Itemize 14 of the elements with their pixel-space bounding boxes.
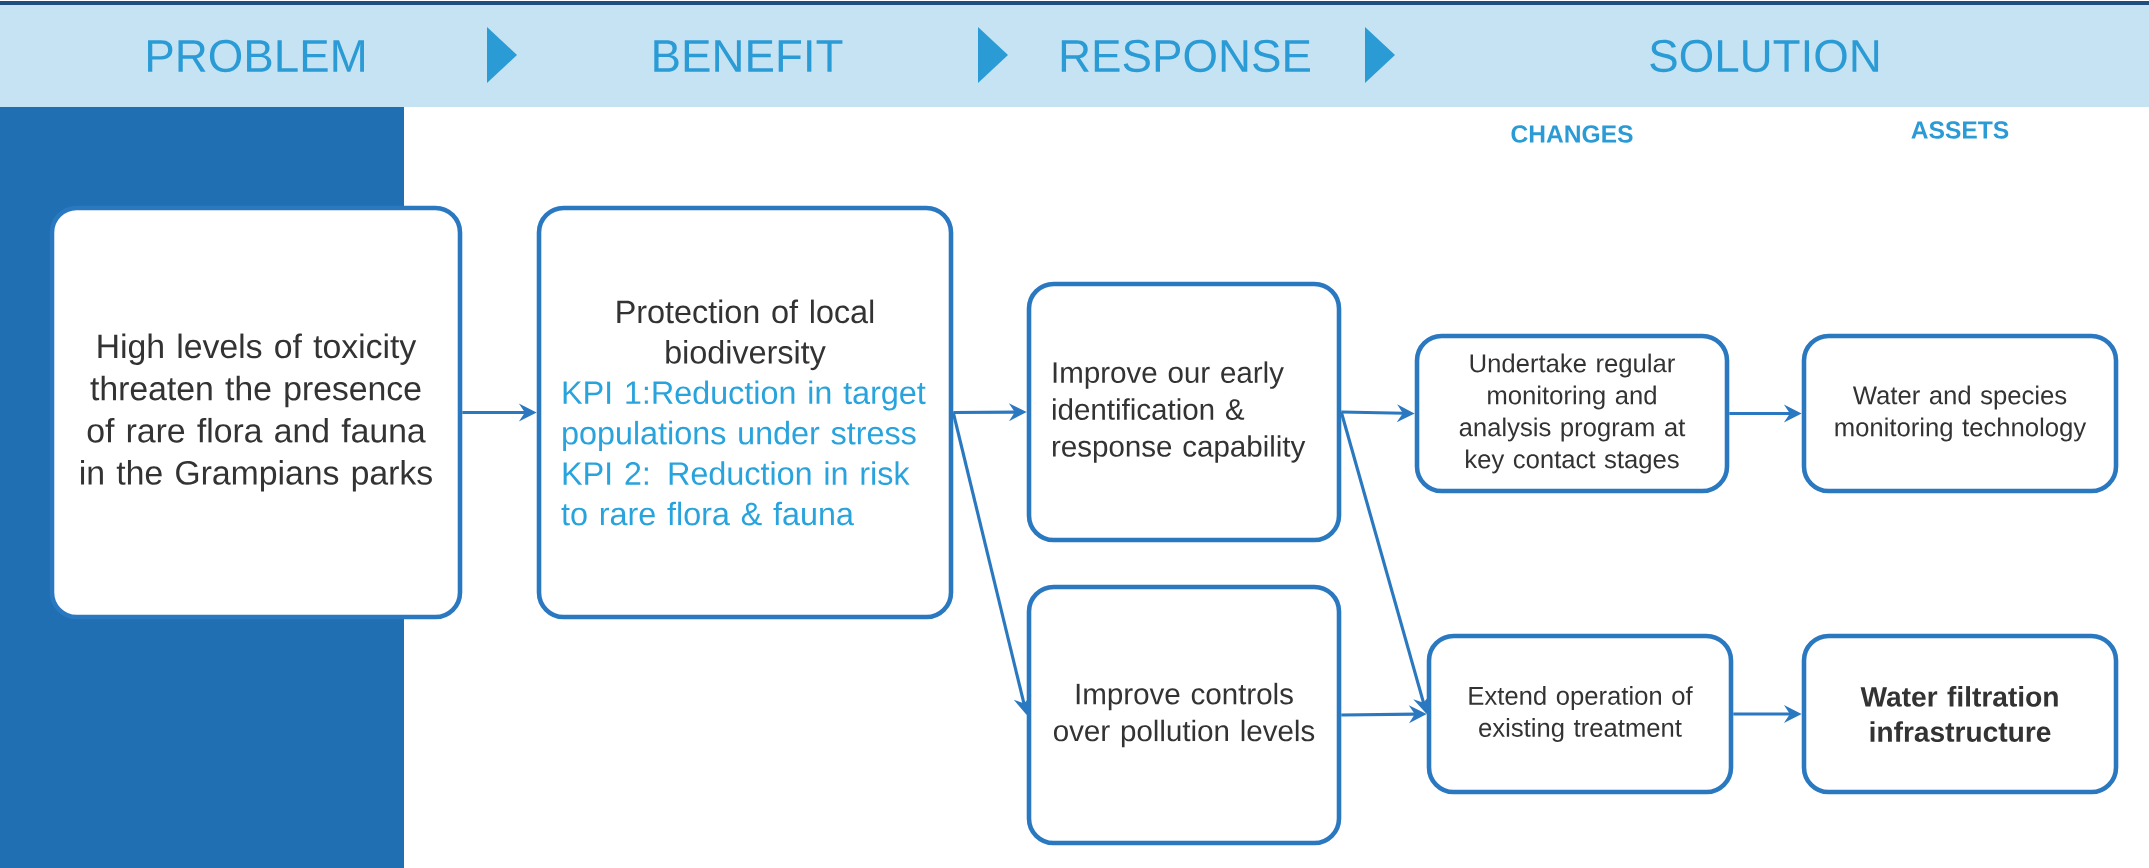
process-box: Undertake regular monitoring and analysis program at key contact stages <box>1414 333 1730 494</box>
process-box: Improve controls over pollution levels <box>1026 584 1342 846</box>
stage-heading: RESPONSE <box>1061 39 1310 73</box>
process-box: Extend operation of existing treatment <box>1426 633 1734 795</box>
process-box: Water and species monitoring technology <box>1801 333 2119 494</box>
process-box: Protection of local biodiversity KPI 1:Reduction in target populations under stress KPI 2: Reduction in risk to rare flora & fauna <box>536 205 954 620</box>
column-heading: CHANGES <box>1511 125 1633 143</box>
stage-heading: SOLUTION <box>1650 39 1879 73</box>
stage-heading: PROBLEM <box>148 39 364 73</box>
process-box: High levels of toxicity threaten the presence of rare flora and fauna in the Grampians parks <box>49 205 463 620</box>
process-box: Water filtration infrastructure <box>1801 633 2119 795</box>
stage-heading: BENEFIT <box>654 40 843 72</box>
process-box: Improve our early identification & response capability <box>1026 281 1342 543</box>
column-heading: ASSETS <box>1911 121 2009 139</box>
